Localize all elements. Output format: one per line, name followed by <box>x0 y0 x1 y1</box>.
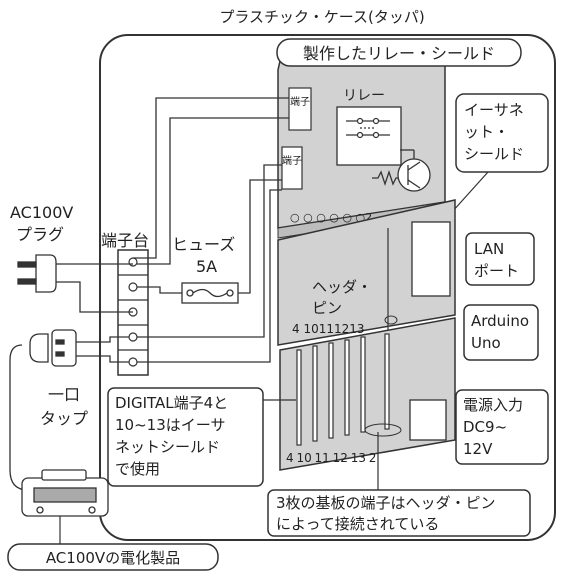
lan-port <box>411 221 451 297</box>
ethernet-shield-label-box <box>455 93 549 173</box>
digital-note-box <box>107 387 264 487</box>
svg-text:ヒューズ 5A: ヒューズ 5A <box>172 235 240 276</box>
relay-component <box>336 106 402 166</box>
ac-plug-icon <box>17 254 57 293</box>
power-input-label-box <box>455 389 549 465</box>
digital-note-3: ネットシールド <box>115 438 220 456</box>
ethernet-pointer <box>451 171 489 213</box>
fuse-label-2: 5A <box>196 257 217 276</box>
appliance-label: AC100Vの電化製品 <box>46 549 180 567</box>
terminal-lower <box>281 146 303 190</box>
header-pin-label-1: ヘッダ・ <box>312 278 372 296</box>
bottom-pin-ring <box>364 423 402 437</box>
svg-text:3枚の基板の端子はヘッダ・ピン によって接続されてい: 3枚の基板の端子はヘッダ・ピン によって接続されている <box>276 494 500 533</box>
fuse-label-1: ヒューズ <box>172 235 235 254</box>
mid-pin-row: 4 10111213 <box>292 322 365 336</box>
ethernet-label-1: イーサネ <box>464 101 524 119</box>
svg-text:DIGITAL端子4と 10~13はイーサ: DIGITAL端子4と 10~13はイーサ ネットシールド で使用 <box>115 394 233 478</box>
arduino-label-2: Uno <box>471 334 501 352</box>
svg-text:イーサネ ット・ シールド: イーサネ ット・ シールド <box>464 101 528 163</box>
svg-text:ヘッダ・ ピン: ヘッダ・ ピン <box>312 278 377 317</box>
appliance-icon <box>21 469 109 517</box>
digital-note-1: DIGITAL端子4と <box>115 394 228 412</box>
terminal-lower-label: 端子 <box>282 154 302 167</box>
relay-switch-icon <box>346 117 390 139</box>
relay-label: リレー <box>343 88 385 104</box>
terminal-block-label: 端子台 <box>101 231 149 250</box>
relay-pin-row: ○ ○ ○ ○ ○ ○2 <box>290 211 372 224</box>
ethernet-label-3: シールド <box>464 145 524 163</box>
bottom-pin-row: 4 10 11 12 13 2 <box>286 451 376 465</box>
ethernet-label-2: ット・ <box>464 123 509 141</box>
relay-shield-label-box <box>276 38 522 67</box>
wiring <box>56 97 289 363</box>
resistor-icon <box>372 169 398 187</box>
arduino-label-1: Arduino <box>471 312 529 330</box>
lan-port-label-box <box>465 232 535 286</box>
transistor-icon <box>397 149 431 192</box>
header-pin-label-2: ピン <box>312 299 342 317</box>
terminal-upper-label: 端子 <box>290 95 310 108</box>
boards-note-box <box>267 489 531 537</box>
ac-plug-label-1: AC100V <box>10 203 73 222</box>
fuse-icon <box>181 282 239 304</box>
boards-note-1: 3枚の基板の端子はヘッダ・ピン <box>276 494 496 512</box>
arduino-label-box <box>463 304 539 361</box>
power-label-2: DC9~ <box>463 418 507 436</box>
svg-text:LAN ポート: LAN ポート <box>474 240 519 280</box>
case-title: プラスチック・ケース(タッパ) <box>219 8 424 26</box>
power-jack <box>409 399 447 441</box>
tap-label-1: 一口 <box>48 385 80 404</box>
lan-label-1: LAN <box>474 240 504 258</box>
svg-text:電源入力 DC9~ 12V: 電源入力 DC9~ 12V <box>463 396 528 458</box>
digital-note-2: 10~13はイーサ <box>115 416 225 434</box>
power-label-1: 電源入力 <box>463 396 523 414</box>
tap-label-2: タップ <box>40 409 88 428</box>
outlet-tap-icon <box>9 329 77 491</box>
power-label-3: 12V <box>463 440 493 458</box>
header-pins <box>296 333 390 446</box>
svg-text:Arduino Uno: Arduino Uno <box>471 312 534 352</box>
ac-plug-label-2: プラグ <box>16 225 64 244</box>
ethernet-shield-board <box>277 199 456 346</box>
header-pin-ring <box>384 315 398 325</box>
svg-text:AC100V プラグ: AC100V プラグ <box>10 203 78 244</box>
terminal-upper <box>288 87 312 131</box>
relay-shield-label: 製作したリレー・シールド <box>303 44 495 63</box>
svg-text:一口 タップ: 一口 タップ <box>40 385 88 428</box>
digital-note-4: で使用 <box>115 460 160 478</box>
boards-note-2: によって接続されている <box>276 515 439 533</box>
appliance-label-box <box>7 543 219 571</box>
lan-label-2: ポート <box>474 262 519 280</box>
